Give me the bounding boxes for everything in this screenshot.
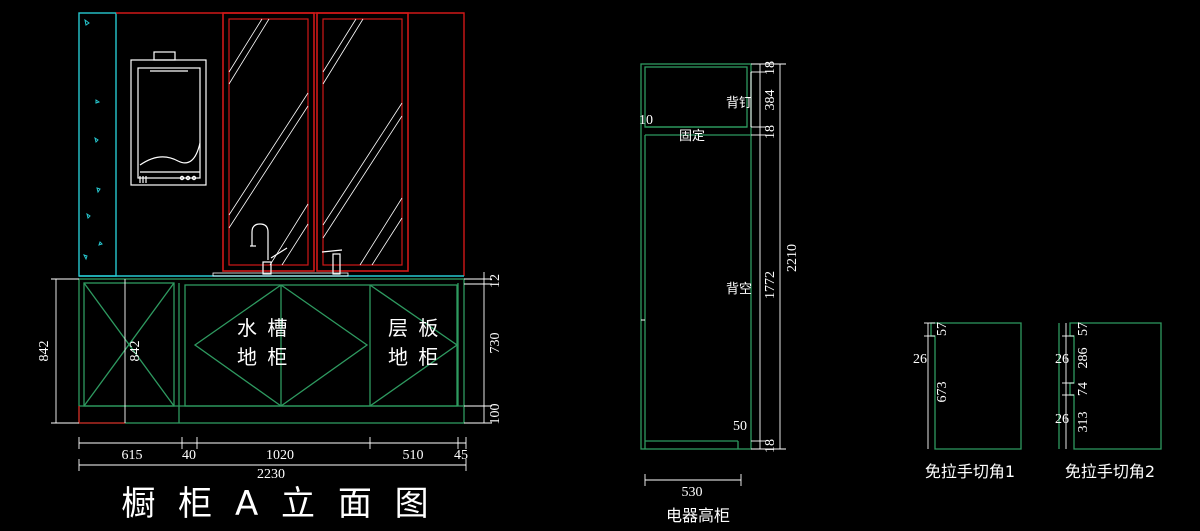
cut2-dim-26-b: 26 bbox=[1055, 412, 1069, 427]
cut2-dim-313: 313 bbox=[1076, 412, 1091, 433]
dim-50: 50 bbox=[733, 419, 747, 434]
cut2-dim-57: 57 bbox=[1076, 322, 1091, 336]
handle-cut-2: 57 26 286 74 26 313 免拉手切角2 bbox=[1055, 322, 1162, 481]
sink-cabinet-label-1: 水 槽 bbox=[237, 316, 289, 340]
sink-cabinet-label-2: 地 柜 bbox=[237, 345, 289, 369]
tile-strip bbox=[78, 12, 117, 277]
dim-10: 10 bbox=[639, 113, 653, 128]
dim-right-730: 730 bbox=[488, 333, 503, 354]
cut1-dim-673: 673 bbox=[935, 382, 950, 403]
cut2-dim-74: 74 bbox=[1076, 382, 1091, 396]
label-back-nail: 背钉 bbox=[726, 96, 752, 111]
cut1-caption: 免拉手切角1 bbox=[925, 462, 1015, 481]
tall-cabinet-caption: 电器高柜 bbox=[666, 506, 730, 525]
shelf-cabinet-label-2: 地 柜 bbox=[388, 345, 440, 369]
water-heater bbox=[130, 51, 207, 186]
cabinet-elevation-a: 水 槽 地 柜 层 板 地 柜 842 842 12 730 bbox=[37, 12, 503, 524]
dim-18-top: 18 bbox=[763, 61, 778, 75]
faucet-right bbox=[321, 249, 343, 275]
dim-2230: 2230 bbox=[257, 467, 285, 482]
dim-530: 530 bbox=[682, 485, 703, 500]
window-right bbox=[316, 12, 409, 272]
dim-18-mid: 18 bbox=[763, 125, 778, 139]
shelf-cabinet-label-1: 层 板 bbox=[388, 316, 440, 340]
cut2-dim-286: 286 bbox=[1076, 348, 1091, 369]
tile-speckles bbox=[83, 18, 103, 261]
dim-left-842: 842 bbox=[37, 341, 52, 362]
dim-2210: 2210 bbox=[785, 244, 800, 272]
elevation-dim-lines bbox=[51, 272, 492, 471]
dim-1020: 1020 bbox=[266, 448, 294, 463]
cut1-dim-57: 57 bbox=[935, 322, 950, 336]
dim-18-bottom: 18 bbox=[763, 439, 778, 453]
dim-1772: 1772 bbox=[763, 271, 778, 299]
dim-384: 384 bbox=[763, 90, 778, 111]
dim-right-12: 12 bbox=[488, 274, 503, 288]
dim-inner-842: 842 bbox=[128, 341, 143, 362]
label-fixed: 固定 bbox=[679, 129, 705, 144]
sink-rim bbox=[212, 272, 349, 277]
base-cabinets bbox=[78, 278, 465, 424]
dim-45: 45 bbox=[454, 448, 468, 463]
dim-40: 40 bbox=[182, 448, 196, 463]
cut1-dim-26: 26 bbox=[913, 352, 927, 367]
appliance-tall-cabinet: 18 384 18 1772 18 2210 10 50 530 背钉 固定 背… bbox=[639, 61, 800, 525]
elevation-title: 橱 柜 A 立 面 图 bbox=[121, 484, 434, 524]
label-back-empty: 背空 bbox=[726, 282, 752, 297]
faucet-left bbox=[250, 223, 288, 275]
cut2-caption: 免拉手切角2 bbox=[1065, 462, 1155, 481]
cut2-dim-26-a: 26 bbox=[1055, 352, 1069, 367]
window-left bbox=[222, 12, 315, 272]
dim-615: 615 bbox=[122, 448, 143, 463]
dim-510: 510 bbox=[403, 448, 424, 463]
tall-cabinet-dims bbox=[644, 63, 786, 486]
handle-cut-1: 57 26 673 免拉手切角1 bbox=[913, 322, 1022, 481]
dim-right-100: 100 bbox=[488, 404, 503, 425]
